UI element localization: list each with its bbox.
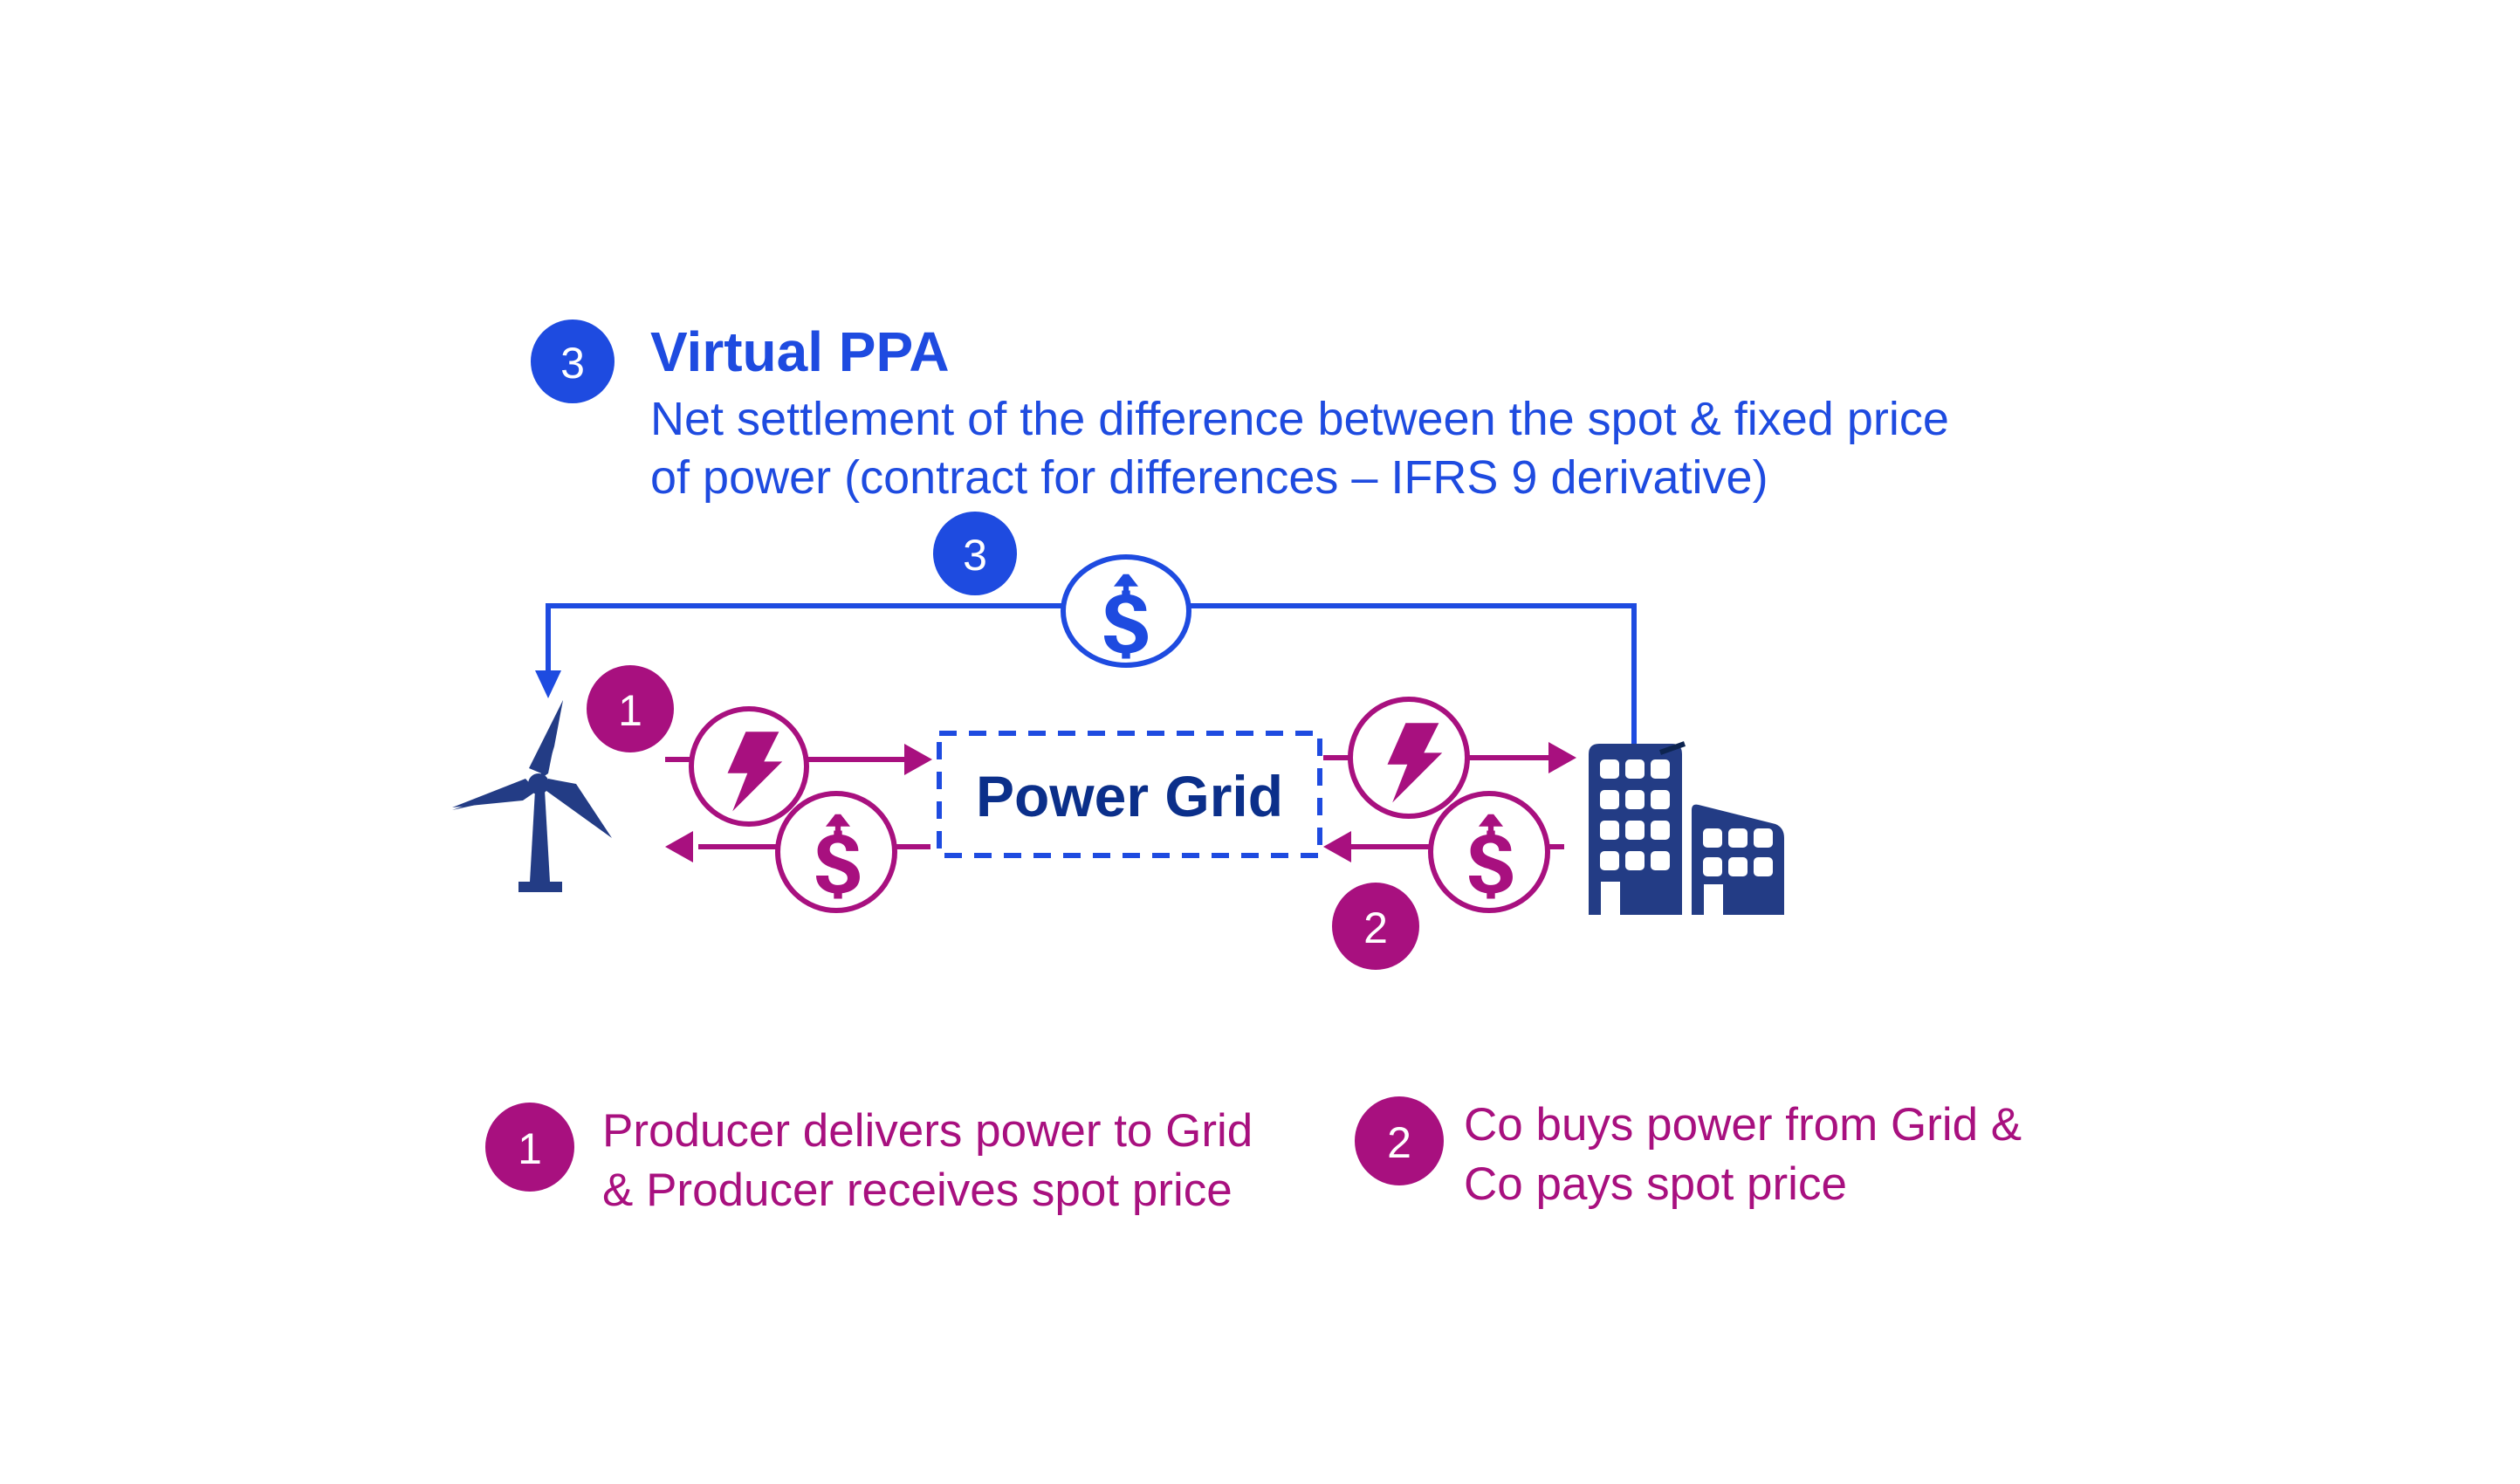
legend-1-badge xyxy=(485,1103,574,1192)
flow-1-badge-number: 1 xyxy=(618,686,642,735)
flow-3-settlement: 3 xyxy=(535,512,1637,768)
header-description-line-2: of power (contract for differences – IFR… xyxy=(650,451,1768,504)
flow-2-badge-number: 2 xyxy=(1363,903,1388,952)
legend-1-line-2: & Producer receives spot price xyxy=(602,1165,1233,1216)
wind-turbine-icon xyxy=(452,700,612,892)
legend-item-2: 2 Co buys power from Grid & Co pays spot… xyxy=(1355,1096,2022,1210)
flow-3-badge xyxy=(933,512,1017,595)
building-windows xyxy=(1600,759,1773,876)
office-buildings-icon xyxy=(1589,741,1784,915)
flow-3-badge-number: 3 xyxy=(963,531,987,580)
power-grid-label: Power Grid xyxy=(976,764,1283,828)
legend-2-line-2: Co pays spot price xyxy=(1464,1158,1847,1210)
settlement-dollar-circle xyxy=(1061,554,1191,668)
power-to-grid-arrowhead xyxy=(904,744,932,775)
header-badge xyxy=(531,319,615,403)
header: 3 Virtual PPA Net settlement of the diff… xyxy=(531,319,1949,504)
legend-2-badge-number: 2 xyxy=(1387,1118,1411,1167)
flow-1-badge xyxy=(587,665,674,752)
power-to-company-arrowhead xyxy=(1548,742,1576,773)
flow-2-badge xyxy=(1332,883,1419,970)
header-description-line-1: Net settlement of the difference between… xyxy=(650,393,1949,445)
power-grid: Power Grid xyxy=(937,731,1322,858)
legend-1-badge-number: 1 xyxy=(518,1124,542,1173)
header-title: Virtual PPA xyxy=(650,320,950,383)
power-grid-box xyxy=(937,731,1322,858)
flow-1-producer-grid: 1 xyxy=(587,665,932,913)
legend-1-line-1: Producer delivers power to Grid xyxy=(602,1105,1253,1157)
producer-dollar-circle xyxy=(775,791,897,913)
legend: 1 Producer delivers power to Grid & Prod… xyxy=(485,1096,2022,1216)
payment-to-grid-arrowhead xyxy=(1323,831,1351,862)
settlement-arrowhead xyxy=(535,670,561,698)
legend-item-1: 1 Producer delivers power to Grid & Prod… xyxy=(485,1103,1253,1216)
header-badge-number: 3 xyxy=(560,339,585,388)
payment-to-producer-arrowhead xyxy=(665,831,693,862)
legend-2-badge xyxy=(1355,1096,1444,1185)
legend-2-line-1: Co buys power from Grid & xyxy=(1464,1099,2022,1151)
flow-2-grid-company: 2 xyxy=(1323,697,1576,970)
company-dollar-circle xyxy=(1428,791,1550,913)
